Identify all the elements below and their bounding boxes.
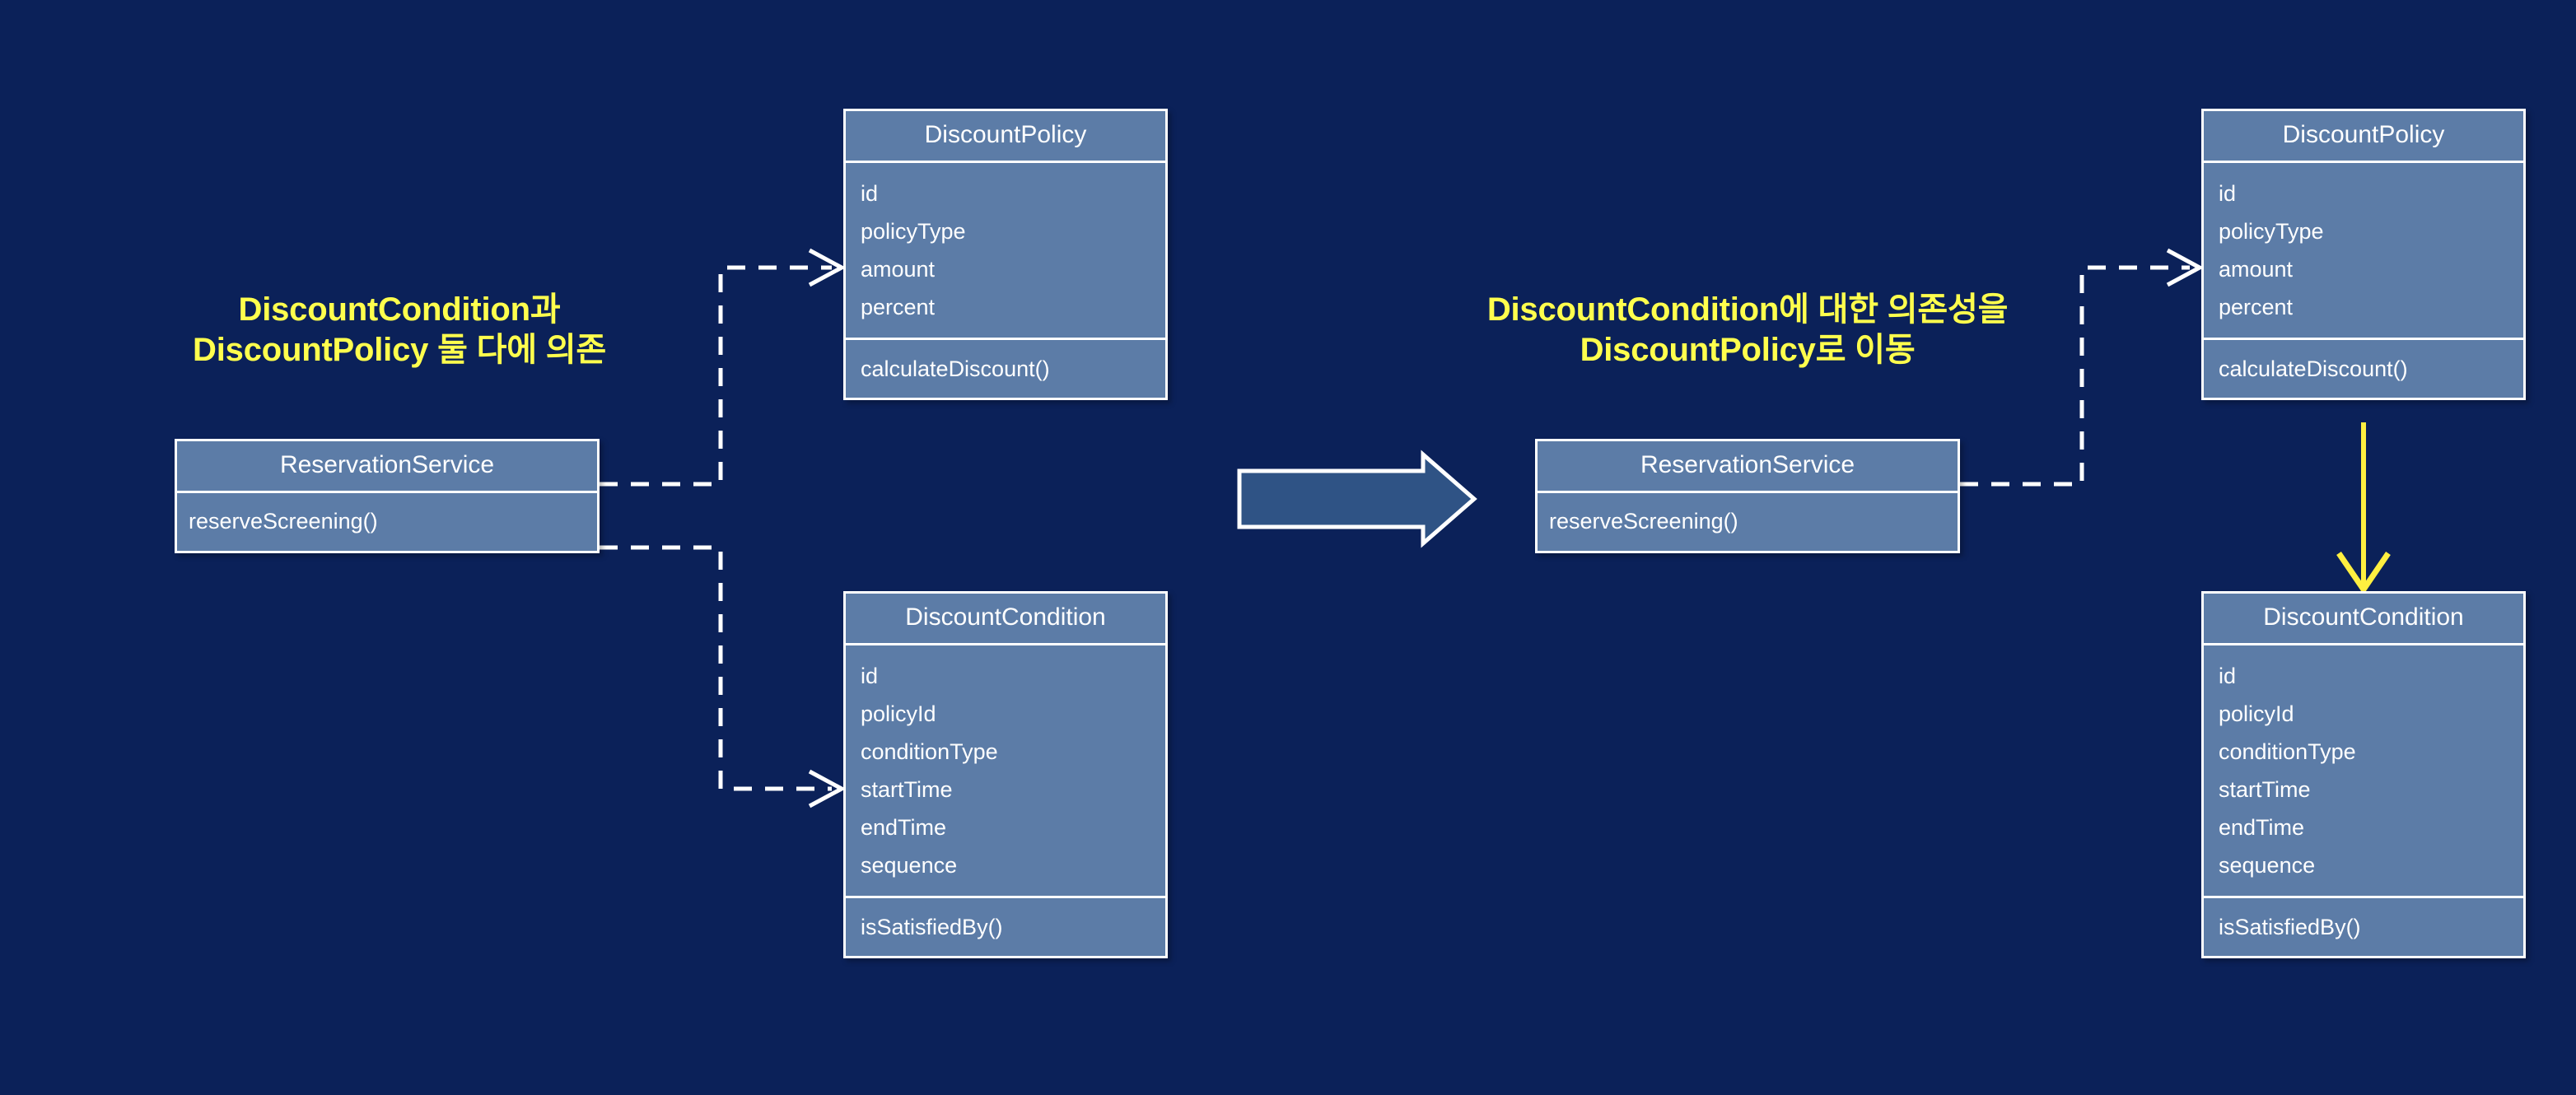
page-title-after: DiscountCondition에 대한 의존성을 DiscountPolic… — [1486, 291, 2009, 368]
attribute-item: percent — [2219, 295, 2294, 319]
class-name-discount-condition-before: DiscountCondition — [846, 594, 1165, 645]
attribute-item: sequence — [2219, 853, 2316, 878]
arrowhead-service-to-policy-after — [2166, 248, 2205, 287]
arrowhead-service-to-policy-before — [808, 248, 847, 287]
class-name-discount-policy-before: DiscountPolicy — [846, 111, 1165, 163]
attribute-item: id — [861, 181, 879, 206]
class-attributes-discount-condition-before: id policyId conditionType startTime endT… — [846, 645, 1165, 898]
operation-item: isSatisfiedBy() — [2219, 915, 2361, 939]
class-attributes-discount-policy-after: id policyType amount percent — [2204, 163, 2523, 340]
attribute-item: id — [2219, 664, 2237, 688]
attribute-item: startTime — [2219, 777, 2311, 802]
attribute-item: amount — [861, 257, 936, 282]
attribute-item: endTime — [2219, 815, 2305, 840]
operation-item: reserveScreening() — [189, 509, 378, 534]
attribute-item: endTime — [861, 815, 947, 840]
class-operations-discount-policy-before: calculateDiscount() — [846, 340, 1165, 398]
attribute-item: percent — [861, 295, 936, 319]
class-name-discount-condition-after: DiscountCondition — [2204, 594, 2523, 645]
class-box-reservation-service-before[interactable]: ReservationService reserveScreening() — [175, 439, 600, 553]
arrowhead-policy-to-condition-after — [2336, 552, 2391, 595]
class-operations-discount-condition-before: isSatisfiedBy() — [846, 898, 1165, 956]
attribute-item: sequence — [861, 853, 958, 878]
attribute-item: startTime — [861, 777, 953, 802]
class-name-discount-policy-after: DiscountPolicy — [2204, 111, 2523, 163]
class-attributes-discount-policy-before: id policyType amount percent — [846, 163, 1165, 340]
attribute-item: conditionType — [861, 739, 998, 764]
class-box-discount-policy-before[interactable]: DiscountPolicy id policyType amount perc… — [843, 109, 1168, 400]
class-operations-reservation-service-before: reserveScreening() — [177, 493, 597, 551]
attribute-item: policyId — [861, 701, 936, 726]
class-box-discount-policy-after[interactable]: DiscountPolicy id policyType amount perc… — [2201, 109, 2526, 400]
operation-item: calculateDiscount() — [861, 356, 1050, 381]
attribute-item: policyId — [2219, 701, 2294, 726]
class-attributes-discount-condition-after: id policyId conditionType startTime endT… — [2204, 645, 2523, 898]
class-operations-discount-policy-after: calculateDiscount() — [2204, 340, 2523, 398]
class-box-reservation-service-after[interactable]: ReservationService reserveScreening() — [1535, 439, 1960, 553]
class-operations-discount-condition-after: isSatisfiedBy() — [2204, 898, 2523, 956]
attribute-item: conditionType — [2219, 739, 2356, 764]
operation-item: calculateDiscount() — [2219, 356, 2408, 381]
transition-block-arrow — [1237, 450, 1477, 548]
page-title-before: DiscountCondition과 DiscountPolicy 둘 다에 의… — [193, 291, 606, 368]
class-box-discount-condition-before[interactable]: DiscountCondition id policyId conditionT… — [843, 591, 1168, 958]
arrowhead-service-to-condition-before — [808, 769, 847, 808]
class-operations-reservation-service-after: reserveScreening() — [1538, 493, 1958, 551]
attribute-item: amount — [2219, 257, 2294, 282]
attribute-item: id — [861, 664, 879, 688]
attribute-item: policyType — [2219, 219, 2324, 244]
class-name-reservation-service-before: ReservationService — [177, 441, 597, 493]
class-name-reservation-service-after: ReservationService — [1538, 441, 1958, 493]
dependency-service-to-condition-before — [600, 545, 832, 791]
class-box-discount-condition-after[interactable]: DiscountCondition id policyId conditionT… — [2201, 591, 2526, 958]
operation-item: isSatisfiedBy() — [861, 915, 1003, 939]
attribute-item: id — [2219, 181, 2237, 206]
attribute-item: policyType — [861, 219, 966, 244]
operation-item: reserveScreening() — [1549, 509, 1738, 534]
